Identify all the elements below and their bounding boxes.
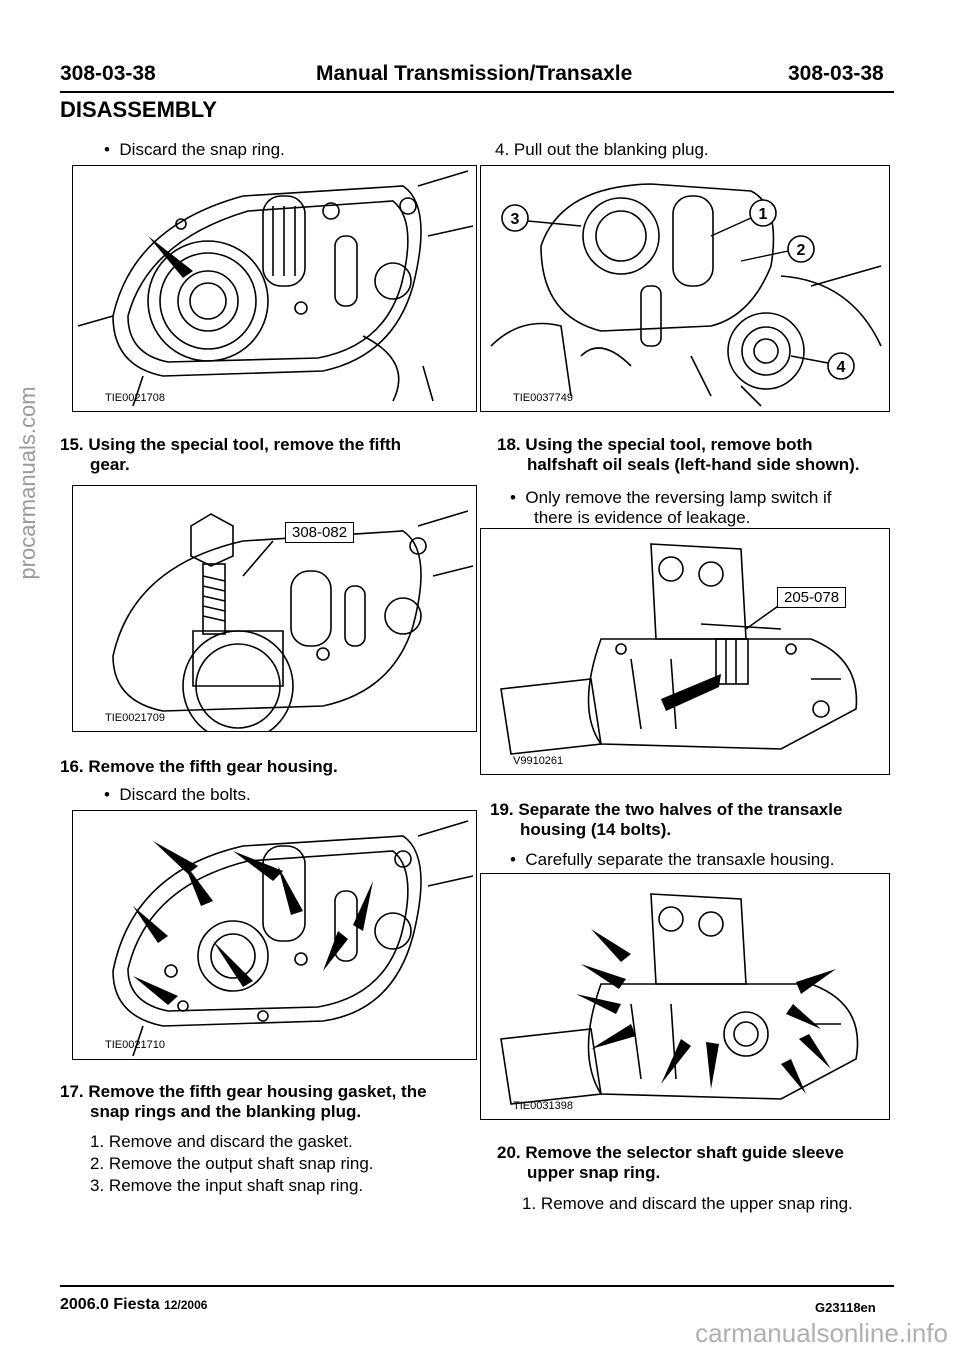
callout-1: 1	[759, 206, 768, 223]
bullet-reversing-lamp: • Only remove the reversing lamp switch …	[510, 488, 832, 527]
bolt-arrows	[133, 841, 373, 1005]
figure-halfshaft-seal: 205-078 V9910261	[480, 528, 890, 775]
tool-label-205-078: 205-078	[777, 587, 847, 608]
header-code-right: 308-03-38	[788, 62, 884, 85]
figure-blanking-plug: 1 2 3 4 TIE0037749	[480, 165, 890, 412]
callout-4: 4	[837, 359, 846, 376]
arrow-marker	[661, 674, 721, 711]
figure-snap-ring: TIE0021708	[72, 165, 477, 412]
figure-id-1: TIE0021708	[105, 392, 165, 404]
arrow-marker	[148, 236, 193, 278]
header-code-left: 308-03-38	[60, 62, 156, 85]
special-tool-illustration	[112, 510, 474, 731]
step-15: 15. Using the special tool, remove the f…	[60, 435, 402, 474]
substep-4: 4. Pull out the blanking plug.	[495, 140, 709, 159]
figure-id-6: TIE0031398	[513, 1100, 573, 1112]
callout-2: 2	[797, 242, 806, 259]
substep-20-1: 1. Remove and discard the upper snap rin…	[522, 1194, 853, 1213]
section-title: DISASSEMBLY	[60, 97, 217, 122]
figure-fifth-gear-housing: TIE0021710	[72, 810, 477, 1060]
oil-seal-illustration	[500, 543, 858, 755]
step-20: 20. Remove the selector shaft guide slee…	[497, 1143, 844, 1182]
substep-17-3: 3. Remove the input shaft snap ring.	[90, 1176, 364, 1195]
transaxle-housing-illustration	[500, 893, 859, 1105]
step-19: 19. Separate the two halves of the trans…	[490, 800, 843, 839]
gearbox-illustration	[77, 170, 474, 407]
step-17: 17. Remove the fifth gear housing gasket…	[60, 1082, 427, 1121]
header-rule	[60, 91, 894, 93]
substep-17-2: 2. Remove the output shaft snap ring.	[90, 1154, 374, 1173]
figure-id-5: V9910261	[513, 755, 564, 767]
step-17-substeps: 1. Remove and discard the gasket. 2. Rem…	[90, 1131, 374, 1197]
bullet-separate-housing: • Carefully separate the transaxle housi…	[510, 850, 835, 869]
figure-id-3: TIE0021710	[105, 1039, 165, 1051]
blanking-plug-illustration: 1 2 3 4	[490, 183, 882, 407]
substep-17-1: 1. Remove and discard the gasket.	[90, 1132, 353, 1151]
watermark-bottom: carmanualsonline.info	[695, 1318, 948, 1348]
callout-3: 3	[511, 211, 520, 228]
bolt-arrows	[576, 929, 836, 1094]
bullet-discard-snap-ring: • Discard the snap ring.	[104, 140, 285, 159]
figure-transaxle-halves: TIE0031398	[480, 873, 890, 1120]
step-18: 18. Using the special tool, remove both …	[497, 435, 860, 474]
watermark-left: procarmanuals.com	[15, 386, 40, 580]
figure-id-4: TIE0037749	[513, 392, 573, 404]
housing-bolts-illustration	[112, 820, 474, 1057]
figure-id-2: TIE0021709	[105, 712, 165, 724]
step-16: 16. Remove the fifth gear housing.	[60, 757, 338, 776]
tool-label-308-082: 308-082	[285, 522, 355, 543]
footer-model: 2006.0 Fiesta 12/2006	[60, 1296, 208, 1313]
header-title: Manual Transmission/Transaxle	[316, 62, 633, 85]
footer-code: G23118en	[815, 1300, 876, 1315]
bullet-discard-bolts: • Discard the bolts.	[104, 785, 251, 804]
footer-rule	[60, 1285, 894, 1287]
figure-fifth-gear-tool: 308-082 TIE0021709	[72, 485, 477, 732]
